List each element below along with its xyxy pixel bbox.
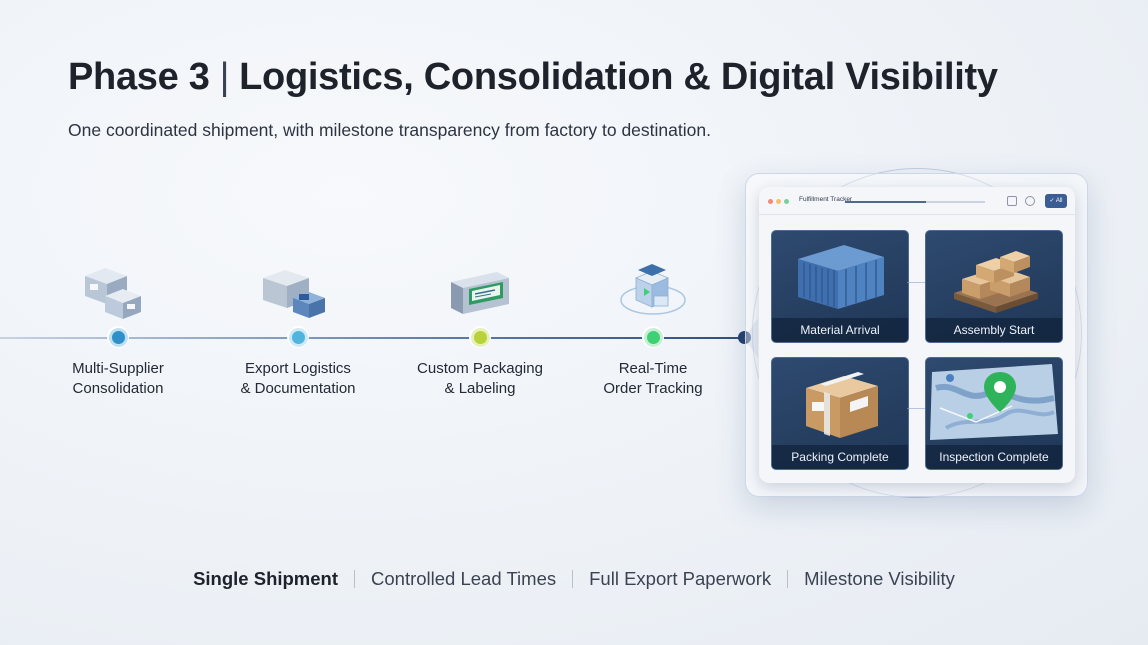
summary-item: Controlled Lead Times bbox=[371, 568, 557, 589]
milestone-card-inspection-complete[interactable]: Inspection Complete bbox=[925, 357, 1063, 470]
card-connector bbox=[907, 282, 925, 283]
labeled-package-icon bbox=[405, 262, 555, 322]
timeline-endpoint bbox=[738, 331, 751, 344]
title-separator: | bbox=[219, 56, 230, 98]
card-caption: Material Arrival bbox=[772, 318, 908, 342]
step-label: Real-Time Order Tracking bbox=[578, 359, 728, 399]
card-connector bbox=[907, 408, 925, 409]
window-titlebar: Fulfillment Tracker ✓ All bbox=[759, 187, 1075, 215]
timeline-step-consolidation: Multi-Supplier Consolidation bbox=[43, 262, 193, 397]
tracking-cube-icon bbox=[578, 262, 728, 322]
shipping-container-icon bbox=[798, 245, 884, 309]
progress-bar bbox=[845, 201, 985, 203]
settings-icon[interactable] bbox=[1025, 196, 1035, 206]
export-crates-icon bbox=[223, 262, 373, 322]
timeline-node bbox=[469, 326, 491, 348]
summary-item: Single Shipment bbox=[193, 568, 339, 589]
timeline-step-export: Export Logistics & Documentation bbox=[223, 262, 373, 397]
title-topic: Logistics, Consolidation & Digital Visib… bbox=[239, 56, 998, 98]
window-title: Fulfillment Tracker bbox=[799, 196, 853, 203]
milestone-card-assembly-start[interactable]: Assembly Start bbox=[925, 230, 1063, 343]
step-label-line2: Order Tracking bbox=[603, 380, 703, 397]
step-label-line2: & Labeling bbox=[444, 380, 516, 397]
map-pin-icon bbox=[930, 364, 1058, 440]
card-caption: Packing Complete bbox=[772, 445, 908, 469]
stacked-boxes-icon bbox=[43, 262, 193, 322]
card-caption: Inspection Complete bbox=[926, 445, 1062, 469]
step-label-line1: Custom Packaging bbox=[417, 360, 543, 377]
summary-bar: Single Shipment Controlled Lead Times Full… bbox=[0, 568, 1148, 590]
timeline-node bbox=[287, 326, 309, 348]
timeline-line bbox=[0, 337, 745, 339]
timeline-step-tracking: Real-Time Order Tracking bbox=[578, 262, 728, 397]
document-icon[interactable] bbox=[1007, 196, 1017, 206]
step-label-line2: & Documentation bbox=[240, 380, 356, 397]
title-phase: Phase 3 bbox=[68, 56, 210, 98]
timeline-step-packaging: Custom Packaging & Labeling bbox=[405, 262, 555, 397]
window-close-dot[interactable] bbox=[768, 199, 773, 204]
summary-divider bbox=[354, 570, 356, 588]
window-maximize-dot[interactable] bbox=[784, 199, 789, 204]
step-label-line1: Export Logistics bbox=[245, 360, 351, 377]
card-caption: Assembly Start bbox=[926, 318, 1062, 342]
summary-divider bbox=[787, 570, 789, 588]
page-subtitle: One coordinated shipment, with milestone… bbox=[68, 120, 711, 140]
summary-item: Full Export Paperwork bbox=[589, 568, 772, 589]
step-label-line1: Multi-Supplier bbox=[72, 360, 164, 377]
milestone-card-material-arrival[interactable]: Material Arrival bbox=[771, 230, 909, 343]
step-label: Export Logistics & Documentation bbox=[223, 359, 373, 399]
step-label: Multi-Supplier Consolidation bbox=[43, 359, 193, 399]
step-label: Custom Packaging & Labeling bbox=[405, 359, 555, 399]
progress-fill bbox=[845, 201, 927, 203]
timeline-node bbox=[107, 326, 129, 348]
pallet-boxes-icon bbox=[954, 251, 1038, 313]
timeline-node bbox=[642, 326, 664, 348]
window-minimize-dot[interactable] bbox=[776, 199, 781, 204]
orbit-ring bbox=[752, 168, 1082, 498]
step-label-line1: Real-Time bbox=[618, 360, 688, 377]
milestone-card-packing-complete[interactable]: Packing Complete bbox=[771, 357, 909, 470]
confirm-button[interactable]: ✓ All bbox=[1045, 194, 1067, 208]
step-label-line2: Consolidation bbox=[72, 380, 164, 397]
summary-item: Milestone Visibility bbox=[804, 568, 955, 589]
sealed-box-icon bbox=[806, 372, 878, 438]
tracking-dashboard-window: Fulfillment Tracker ✓ All Material Ar bbox=[759, 187, 1075, 483]
summary-divider bbox=[572, 570, 574, 588]
page-title: Phase 3|Logistics, Consolidation & Digit… bbox=[68, 56, 998, 99]
